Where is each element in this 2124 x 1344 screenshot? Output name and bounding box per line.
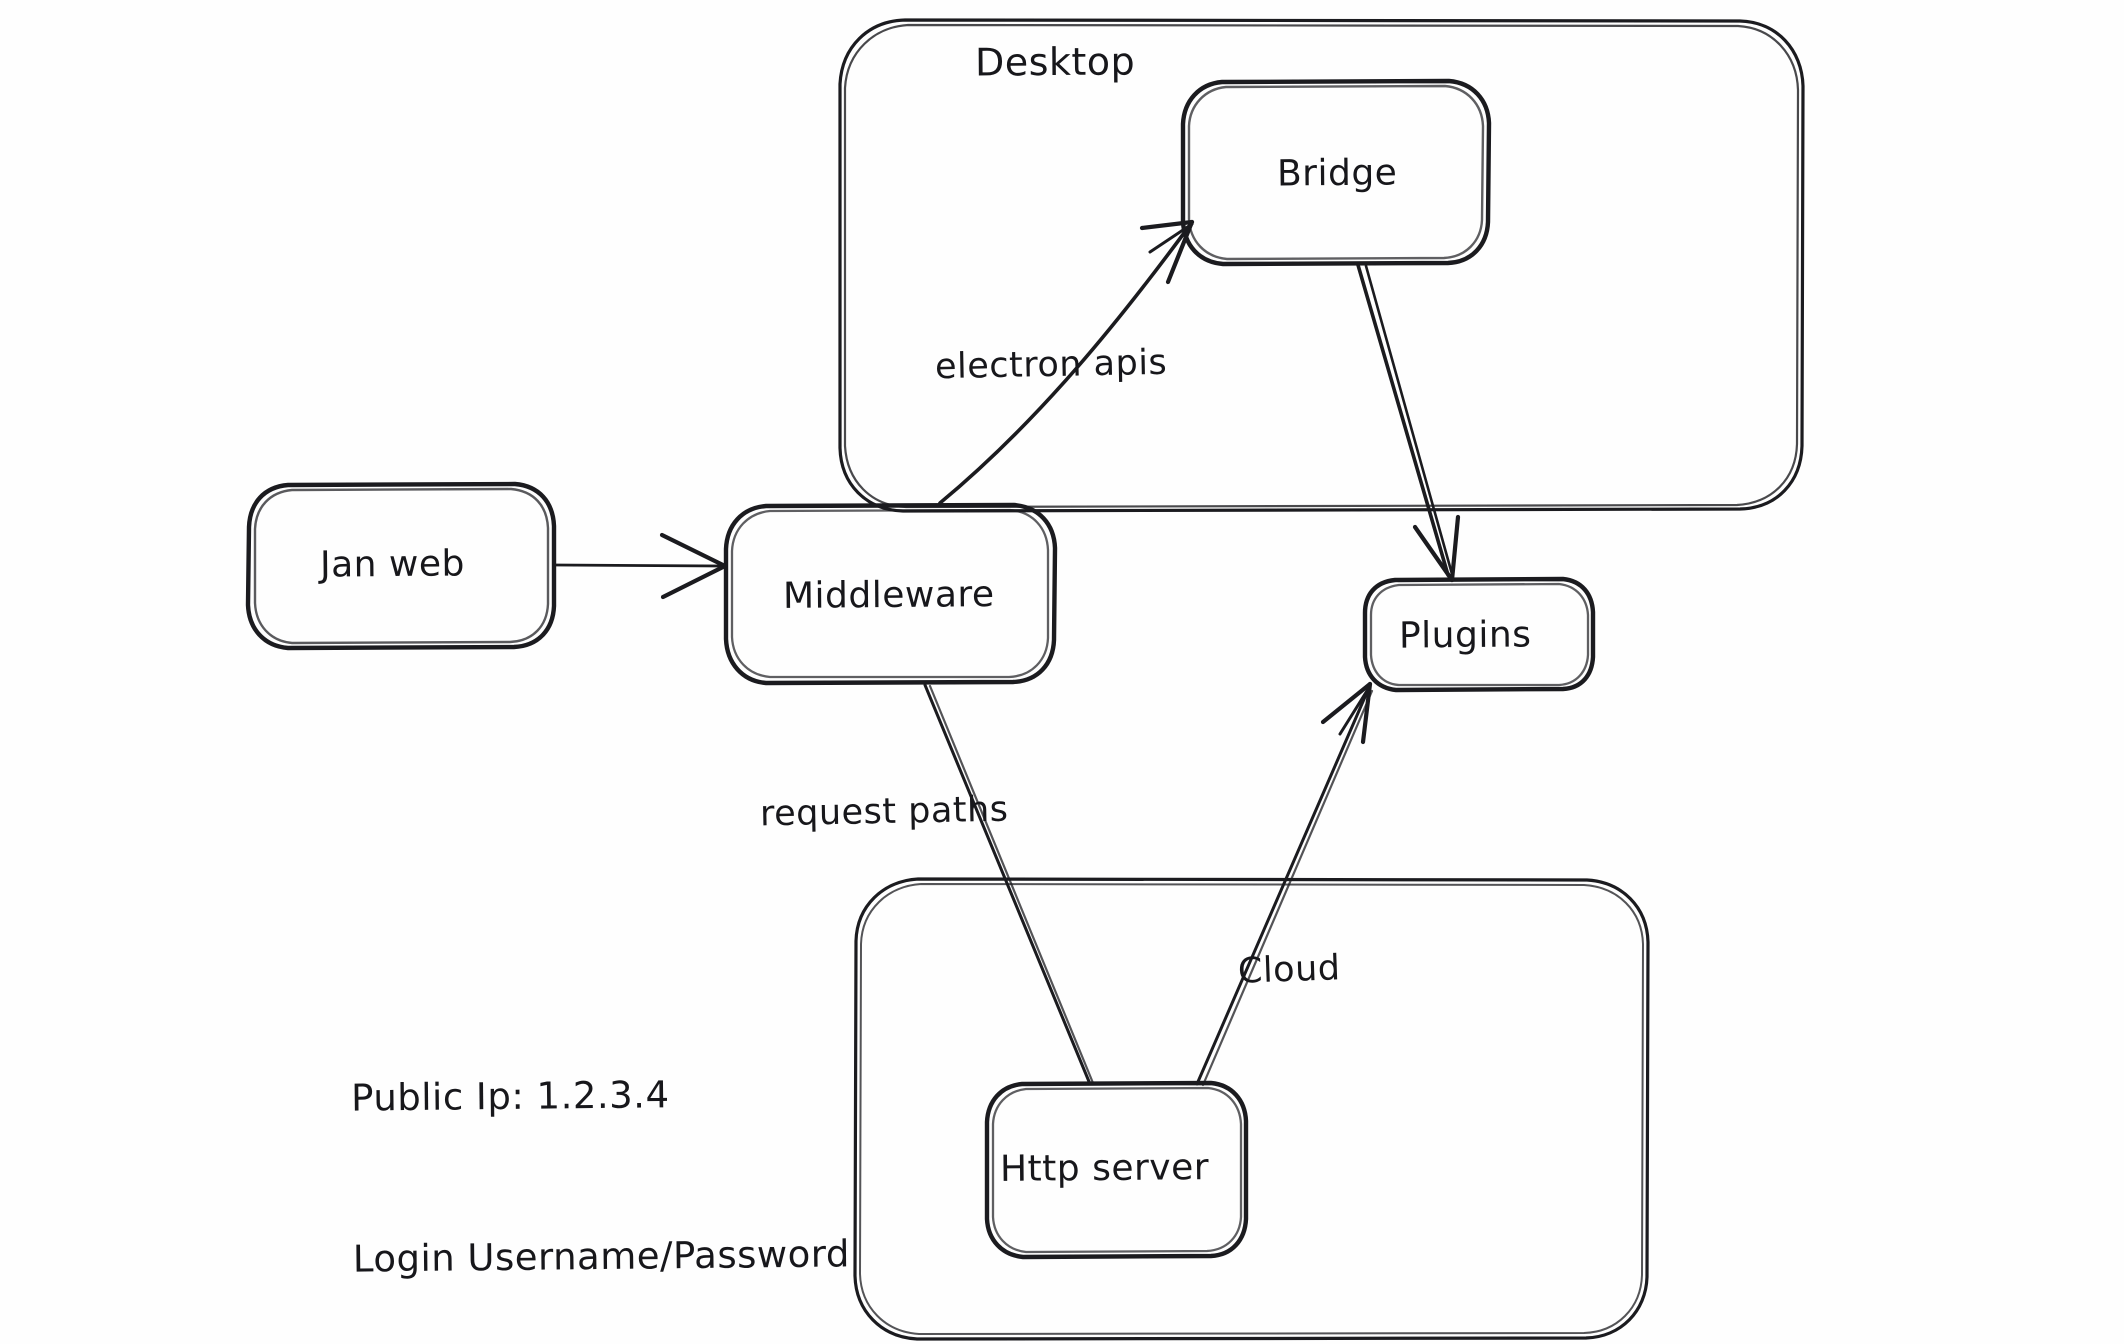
edge-label-cloud: Cloud — [1237, 948, 1342, 992]
node-jan-web[interactable] — [245, 481, 557, 651]
note-login-credentials: Login Username/Password — [352, 1232, 851, 1281]
node-label-http-server: Http server — [999, 1147, 1210, 1190]
node-middleware[interactable] — [723, 502, 1058, 686]
node-bridge[interactable] — [1180, 78, 1492, 267]
note-connection-info: Public Ip: 1.2.3.4 Login Username/Passwo… — [350, 959, 851, 1344]
node-plugins[interactable] — [1362, 576, 1596, 693]
edge-janweb-to-middleware — [554, 532, 728, 600]
node-label-middleware: Middleware — [782, 574, 995, 617]
note-public-ip: Public Ip: 1.2.3.4 — [350, 1073, 670, 1120]
container-cloud-env — [853, 877, 1650, 1341]
edge-middleware-to-http-server — [923, 683, 1095, 1086]
edge-middleware-to-bridge — [938, 219, 1195, 505]
edge-label-request-paths: request paths — [759, 789, 1009, 835]
container-label-desktop: Desktop — [974, 39, 1136, 85]
node-http-server[interactable] — [984, 1080, 1249, 1260]
edge-http-server-to-plugins — [1195, 681, 1374, 1087]
container-desktop — [838, 18, 1805, 513]
edge-label-electron-apis: electron apis — [934, 342, 1168, 388]
edge-bridge-to-plugins — [1356, 263, 1461, 583]
node-label-plugins: Plugins — [1398, 614, 1532, 657]
node-label-bridge: Bridge — [1276, 152, 1398, 195]
node-label-jan-web: Jan web — [319, 543, 466, 586]
